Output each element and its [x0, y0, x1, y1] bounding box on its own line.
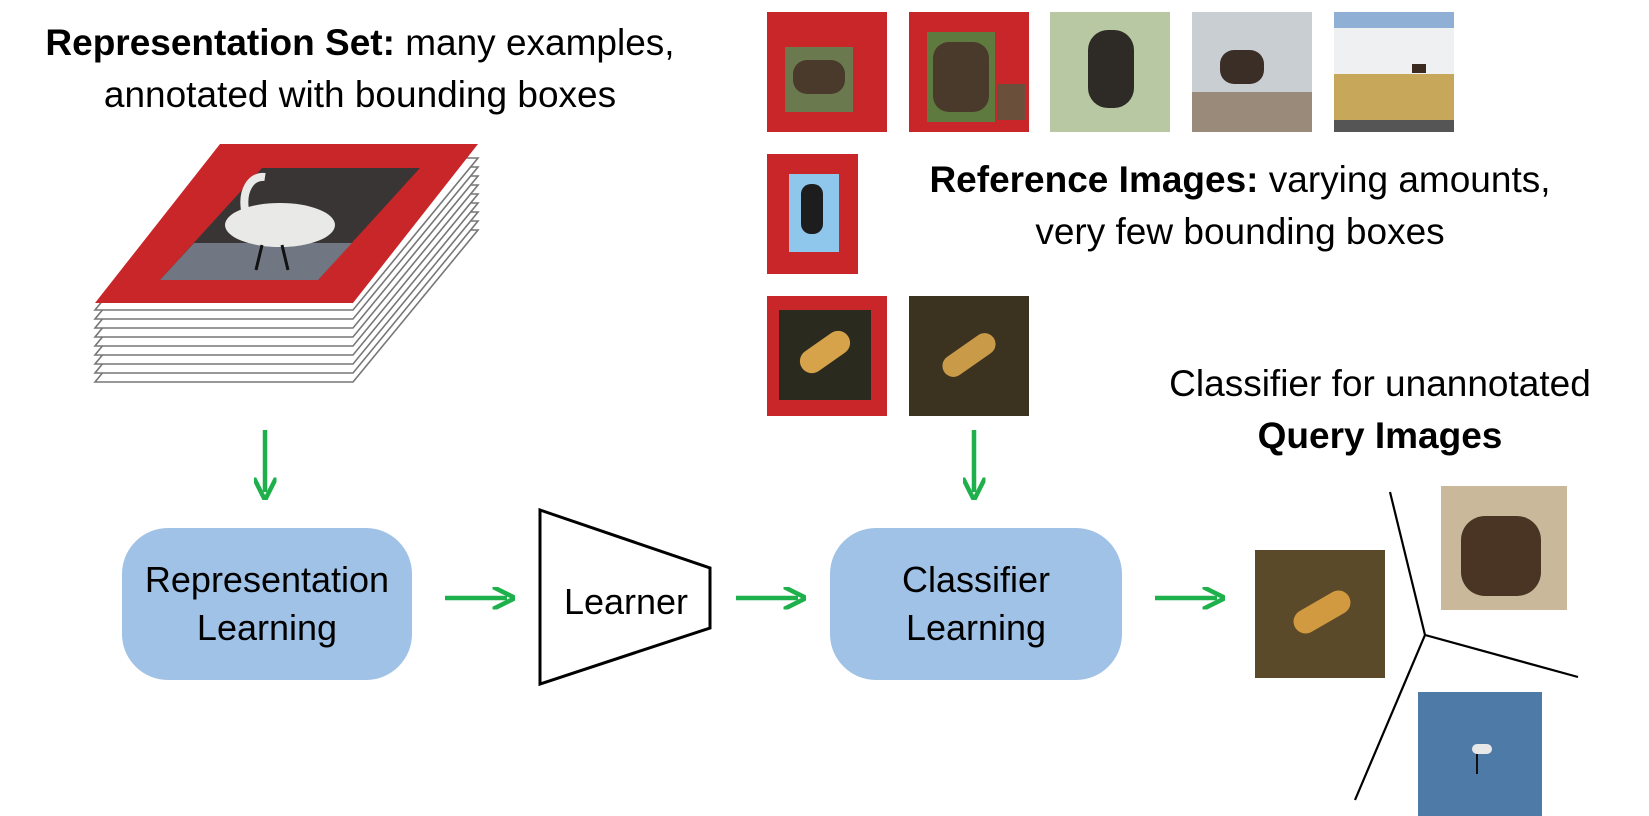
representation-learning-line1: Representation — [144, 559, 390, 600]
classifier-learning-box: Classifier Learning — [830, 528, 1122, 680]
learner-label: Learner — [563, 581, 689, 622]
representation-learning-line2: Learning — [196, 607, 338, 648]
reference-images-label: Reference Images: — [929, 159, 1259, 200]
reference-image-bison-2 — [909, 12, 1029, 132]
reference-image-woodpecker — [767, 154, 858, 274]
query-images-label: Query Images — [1257, 415, 1503, 456]
query-images-caption: Classifier for unannotated Query Images — [1130, 358, 1630, 462]
query-image-wading-bird — [1418, 692, 1542, 816]
reference-image-bison-3 — [1050, 12, 1170, 132]
swan-neck — [240, 172, 266, 216]
query-caption-line1: Classifier for unannotated — [1169, 363, 1591, 404]
swan-water — [160, 243, 352, 280]
query-image-bison — [1441, 486, 1567, 610]
swan-body — [225, 203, 335, 247]
reference-images-caption: Reference Images: varying amounts, very … — [880, 154, 1600, 258]
reference-image-bison-1 — [767, 12, 887, 132]
swan-legs — [254, 244, 290, 271]
representation-set-caption: Representation Set: many examples, annot… — [20, 17, 700, 121]
reference-image-bison-5 — [1334, 12, 1454, 132]
representation-set-desc-2: annotated with bounding boxes — [103, 74, 617, 115]
classifier-learning-line2: Learning — [905, 607, 1047, 648]
query-image-nudibranch — [1255, 550, 1385, 678]
classifier-learning-line1: Classifier — [901, 559, 1051, 600]
reference-images-desc-1: varying amounts, — [1258, 159, 1551, 200]
reference-images-desc-2: very few bounding boxes — [1035, 211, 1445, 252]
reference-image-bison-4 — [1192, 12, 1312, 132]
reference-image-nudibranch-2 — [909, 296, 1029, 416]
learner-shape — [538, 507, 712, 687]
reference-image-nudibranch-1 — [767, 296, 887, 416]
representation-set-label: Representation Set: — [45, 22, 395, 63]
representation-set-desc-1: many examples, — [394, 22, 675, 63]
representation-learning-box: Representation Learning — [122, 528, 412, 680]
decision-boundaries — [1353, 491, 1579, 801]
